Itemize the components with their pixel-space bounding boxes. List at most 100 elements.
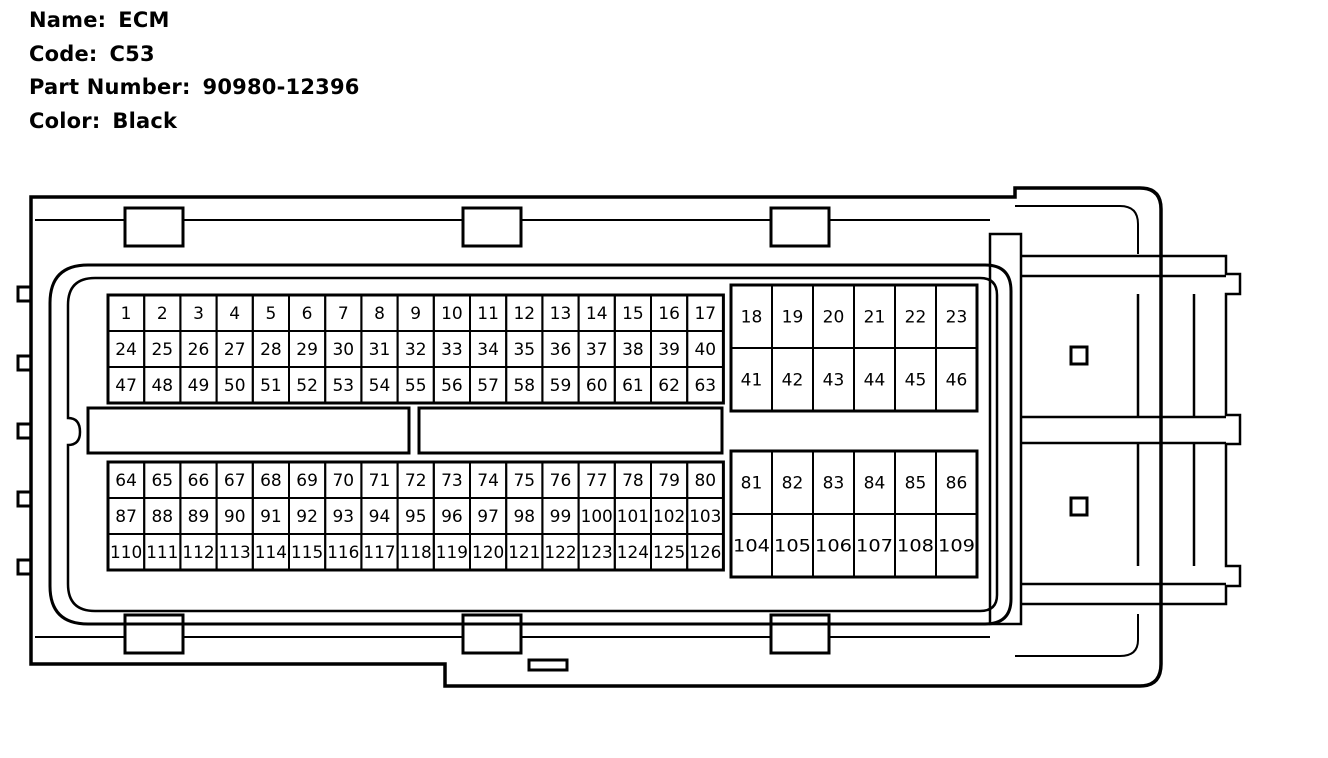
- terminal-number: 119: [436, 543, 468, 563]
- terminal-number: 68: [260, 471, 282, 491]
- terminal-number: 91: [260, 507, 282, 527]
- locking-lever: [1021, 254, 1242, 606]
- terminal-number: 15: [622, 304, 644, 324]
- terminal-number: 9: [410, 304, 421, 324]
- latch-tab: [123, 613, 185, 655]
- terminal-number: 112: [182, 543, 214, 563]
- terminal-number: 42: [782, 371, 804, 391]
- terminal-number: 45: [905, 371, 927, 391]
- terminal-number: 54: [369, 376, 391, 396]
- terminal-number: 33: [441, 340, 463, 360]
- terminal-number: 87: [115, 507, 137, 527]
- terminal-number: 28: [260, 340, 282, 360]
- terminal-number: 38: [622, 340, 644, 360]
- terminal-number: 55: [405, 376, 427, 396]
- terminal-number: 27: [224, 340, 246, 360]
- terminal-number: 4: [229, 304, 240, 324]
- terminal-number: 67: [224, 471, 246, 491]
- terminal-number: 101: [617, 507, 649, 527]
- terminal-number: 120: [472, 543, 504, 563]
- terminal-number: 77: [586, 471, 608, 491]
- terminal-number: 57: [477, 376, 499, 396]
- terminal-number: 40: [694, 340, 716, 360]
- terminal-number: 5: [265, 304, 276, 324]
- terminal-cavity: [686, 533, 725, 571]
- terminal-number: 100: [581, 507, 613, 527]
- part-number-line: Part Number:90980-12396: [29, 73, 360, 107]
- terminal-number: 65: [151, 471, 173, 491]
- terminal-number: 34: [477, 340, 499, 360]
- terminal-number: 121: [508, 543, 540, 563]
- terminal-number: 97: [477, 507, 499, 527]
- terminal-number: 44: [864, 371, 886, 391]
- lever-outline: [1021, 254, 1242, 606]
- terminal-number: 113: [219, 543, 251, 563]
- latch-tab: [123, 206, 185, 248]
- connector-info: Name:ECM Code:C53 Part Number:90980-1239…: [29, 6, 360, 140]
- lever-window: [1069, 496, 1089, 517]
- terminal-number: 8: [374, 304, 385, 324]
- terminal-number: 46: [946, 371, 968, 391]
- terminal-number: 19: [782, 308, 804, 328]
- terminal-number: 73: [441, 471, 463, 491]
- terminal-number: 80: [694, 471, 716, 491]
- terminal-number: 102: [653, 507, 685, 527]
- terminal-number: 11: [477, 304, 499, 324]
- terminal-number: 75: [513, 471, 535, 491]
- terminal-number: 63: [694, 376, 716, 396]
- terminal-number: 107: [856, 537, 893, 557]
- terminal-number: 49: [188, 376, 210, 396]
- terminal-number: 39: [658, 340, 680, 360]
- terminal-number: 53: [332, 376, 354, 396]
- terminal-number: 3: [193, 304, 204, 324]
- terminal-number: 94: [369, 507, 391, 527]
- terminal-number: 71: [369, 471, 391, 491]
- code-line: Code:C53: [29, 40, 360, 74]
- code-label: Code:: [29, 41, 98, 66]
- terminal-number: 85: [905, 474, 927, 494]
- terminal-number: 30: [332, 340, 354, 360]
- terminal-number: 70: [332, 471, 354, 491]
- terminal-number: 12: [513, 304, 535, 324]
- terminal-number: 82: [782, 474, 804, 494]
- terminal-number: 86: [946, 474, 968, 494]
- terminal-number: 99: [550, 507, 572, 527]
- terminal-number: 105: [774, 537, 811, 557]
- terminal-number: 17: [694, 304, 716, 324]
- terminal-number: 126: [689, 543, 721, 563]
- latch-tab: [461, 613, 523, 655]
- side-pin: [16, 422, 33, 440]
- terminal-number: 88: [151, 507, 173, 527]
- terminal-number: 81: [741, 474, 763, 494]
- terminal-number: 51: [260, 376, 282, 396]
- terminal-number: 114: [255, 543, 287, 563]
- part-number-value: 90980-12396: [202, 75, 360, 99]
- color-line: Color:Black: [29, 107, 360, 141]
- terminal-number: 123: [581, 543, 613, 563]
- terminal-number: 10: [441, 304, 463, 324]
- terminal-number: 116: [327, 543, 359, 563]
- terminal-number: 56: [441, 376, 463, 396]
- latch-tab: [769, 206, 831, 248]
- terminal-number: 43: [823, 371, 845, 391]
- terminal-number: 124: [617, 543, 649, 563]
- terminal-number: 115: [291, 543, 323, 563]
- terminal-cavity: [686, 366, 725, 404]
- terminal-number: 7: [338, 304, 349, 324]
- terminal-number: 50: [224, 376, 246, 396]
- lever-window: [1069, 345, 1089, 366]
- terminal-number: 111: [146, 543, 178, 563]
- terminal-number: 66: [188, 471, 210, 491]
- terminal-number: 47: [115, 376, 137, 396]
- terminal-number: 78: [622, 471, 644, 491]
- terminal-number: 2: [157, 304, 168, 324]
- terminal-number: 16: [658, 304, 680, 324]
- terminal-number: 21: [864, 308, 886, 328]
- terminal-number: 92: [296, 507, 318, 527]
- name-label: Name:: [29, 8, 107, 32]
